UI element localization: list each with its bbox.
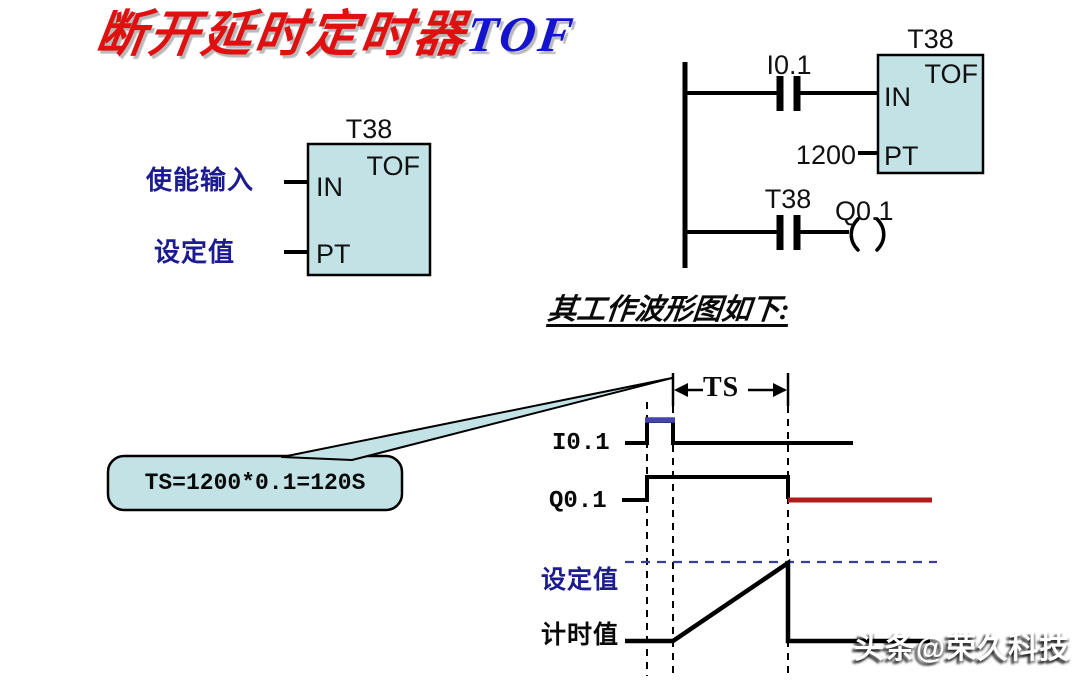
coil-right-paren <box>875 217 886 252</box>
ts-measure-label: TS <box>703 372 740 403</box>
waveform-preset-label: 设定值 <box>541 566 620 594</box>
page-title-main: 断开延时定时器 <box>92 6 472 62</box>
block-timer-type: TOF <box>366 151 421 181</box>
ladder-coil-label: Q0.1 <box>835 196 894 226</box>
ladder-timer-box <box>876 53 985 175</box>
output-signal-trace <box>622 475 790 502</box>
ladder-in-pin: IN <box>884 82 911 112</box>
coil-left-paren <box>849 217 860 252</box>
page-title: 断开延时定时器TOF <box>92 6 579 64</box>
callout-text: TS=1200*0.1=120S <box>144 470 366 496</box>
preset-value-label: 设定值 <box>154 237 236 267</box>
ladder-pt-pin: PT <box>884 141 919 171</box>
callout-bubble <box>106 454 404 512</box>
block-pt-pin: PT <box>316 239 351 269</box>
page-title-accent: TOF <box>463 6 580 62</box>
ladder-diagram <box>682 53 985 268</box>
watermark: 头条@荣久科技 <box>854 632 1071 665</box>
timer-block-box <box>306 142 432 277</box>
timing-waveform <box>622 373 937 676</box>
block-timer-number: T38 <box>345 114 393 144</box>
waveform-input-label: I0.1 <box>552 430 610 457</box>
ladder-contact2-label: T38 <box>764 184 812 214</box>
elapsed-value-trace <box>625 558 930 644</box>
block-in-pin: IN <box>316 172 343 202</box>
ts-arrow-left-head <box>674 383 688 397</box>
waveform-elapsed-label: 计时值 <box>541 621 620 649</box>
callout <box>106 377 673 512</box>
enable-input-label: 使能输入 <box>146 165 255 195</box>
waveform-output-label: Q0.1 <box>549 488 607 515</box>
ladder-contact1-label: I0.1 <box>766 50 812 80</box>
ladder-preset-value: 1200 <box>795 140 856 170</box>
ladder-timer-number: T38 <box>907 24 954 54</box>
ts-arrow-right-head <box>773 383 787 397</box>
ladder-timer-type: TOF <box>924 59 979 89</box>
waveform-heading: 其工作波形图如下: <box>546 294 792 326</box>
function-block-diagram <box>284 142 432 277</box>
callout-pointer <box>281 377 673 461</box>
input-signal-trace <box>625 419 853 445</box>
